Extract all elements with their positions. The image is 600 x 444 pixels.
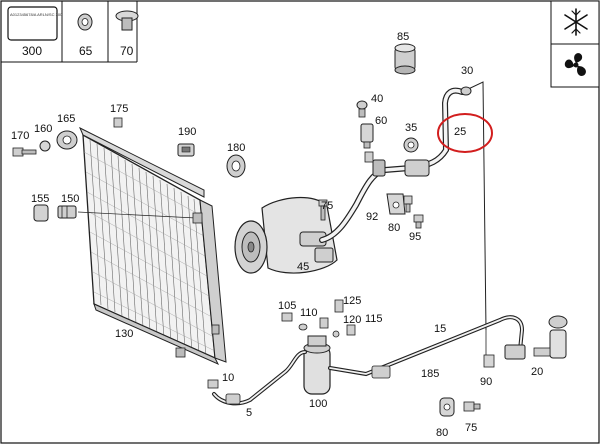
part-label: 155	[31, 193, 50, 205]
leader-150	[77, 211, 197, 219]
sheet-caption: A012345678/A ARLN/SC 300	[10, 12, 63, 17]
part-label: 95	[409, 231, 422, 243]
washer-65-icon	[77, 13, 93, 31]
washer-105b-icon	[298, 323, 308, 331]
part-label: 175	[110, 103, 129, 115]
part-label: 160	[34, 123, 53, 135]
part-label: 30	[461, 65, 474, 77]
part-label: 190	[178, 126, 197, 138]
part-label: 125	[343, 295, 362, 307]
part-label: 40	[371, 93, 384, 105]
part-label: 170	[11, 130, 30, 142]
part-label: 120	[343, 314, 362, 326]
part-label: 25	[454, 126, 467, 138]
part-label: 75	[321, 200, 334, 212]
part-label: 35	[405, 122, 418, 134]
washer-160-icon	[39, 140, 51, 152]
grommet-165-icon	[56, 130, 78, 150]
sensor-110-icon	[319, 317, 329, 329]
grommet-180-icon	[226, 154, 246, 178]
box-label-65: 65	[79, 44, 93, 58]
part-label: 45	[297, 261, 310, 273]
clamp-185-icon	[439, 397, 455, 417]
bolt-75-icon	[318, 199, 328, 221]
part-label: 90	[480, 376, 493, 388]
part-label: 150	[61, 193, 80, 205]
part-label: 180	[227, 142, 246, 154]
part-label: 75	[465, 422, 478, 434]
highlight-circle-25	[437, 113, 493, 153]
part-label: 20	[531, 366, 544, 378]
part-label: 105	[278, 300, 297, 312]
bracket-92-icon	[386, 193, 406, 215]
valve-40-icon	[356, 100, 368, 118]
cap-60-icon	[360, 123, 374, 163]
box-label-70: 70	[120, 44, 134, 58]
plug-105-icon	[281, 312, 293, 322]
part-label: 110	[300, 307, 318, 319]
valve-125-icon	[334, 299, 344, 313]
bolt-95-icon	[413, 214, 424, 229]
pipe-15-fitting	[371, 365, 391, 379]
block-190-icon	[177, 143, 195, 157]
part-label: 185	[421, 368, 440, 380]
expansion-valve-20	[533, 315, 568, 359]
condenser-valve	[192, 212, 203, 224]
clip-70-icon	[115, 10, 139, 31]
washer-30-icon	[460, 86, 472, 96]
box-label-300: 300	[22, 44, 43, 58]
fitting-150-icon	[57, 205, 77, 219]
hose-fitting	[372, 159, 430, 177]
pipe-10-fitting	[207, 379, 219, 389]
part-label: 100	[309, 398, 328, 410]
part-label: 165	[57, 113, 76, 125]
clip-175-icon	[113, 117, 123, 128]
cap-155-icon	[33, 204, 49, 222]
pipe-5-fitting	[225, 393, 241, 405]
part-85-sleeve	[394, 43, 416, 75]
compressor-45	[234, 196, 338, 274]
pipe-5	[212, 350, 307, 406]
bolt-75b-icon	[463, 401, 481, 412]
snowflake-icon	[564, 8, 588, 36]
expansion-block-90	[483, 344, 526, 368]
part-label: 5	[246, 407, 253, 419]
drier-100	[303, 335, 331, 395]
part-label: 92	[366, 211, 379, 223]
switch-115-icon	[346, 324, 356, 336]
part-label: 80	[388, 222, 401, 234]
part-label: 80	[436, 427, 449, 439]
condenser-130	[79, 126, 227, 366]
oring-35-icon	[403, 137, 419, 153]
fan-icon	[564, 53, 586, 76]
part-label: 85	[397, 31, 410, 43]
box-300-frame	[7, 6, 58, 41]
bolt-170-icon	[12, 147, 37, 157]
part-label: 115	[365, 313, 383, 325]
part-label: 10	[222, 372, 235, 384]
part-label: 130	[115, 328, 134, 340]
pipe-15	[328, 315, 525, 377]
part-label: 60	[375, 115, 388, 127]
washer-120-icon	[332, 330, 340, 338]
bolt-80-icon	[403, 195, 413, 213]
part-label: 15	[434, 323, 447, 335]
